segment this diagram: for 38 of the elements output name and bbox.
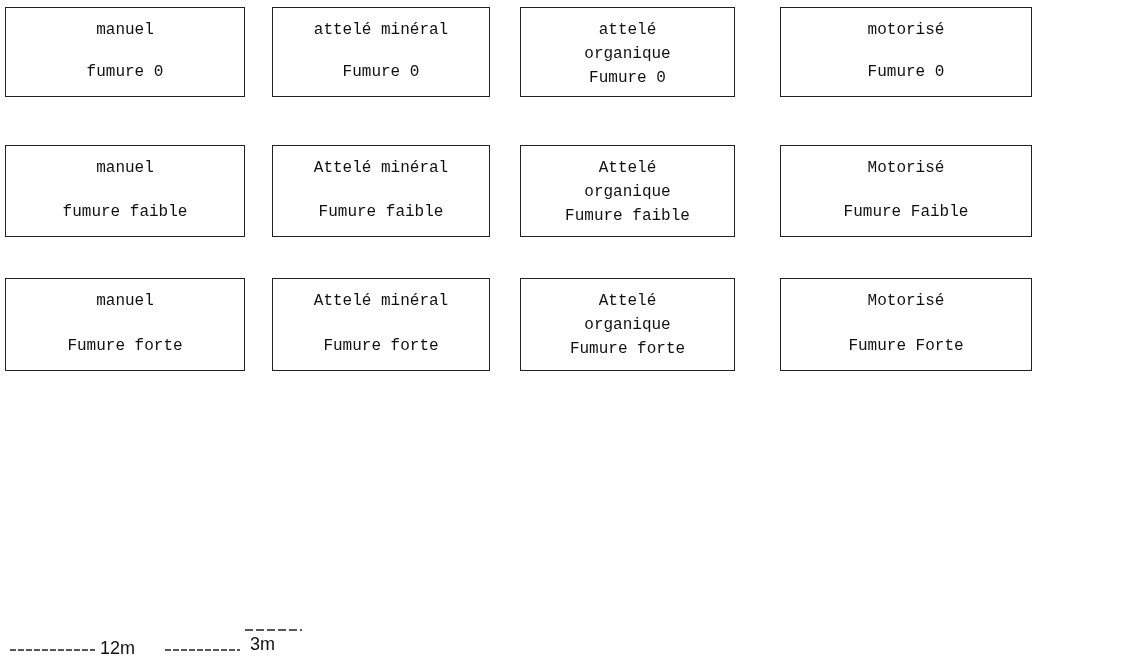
plot-fertilizer: fumure 0 [86, 62, 164, 83]
plot-box [5, 278, 245, 371]
plot-fertilizer: Fumure 0 [342, 62, 420, 83]
plot-fertilizer: Fumure faible [318, 202, 444, 223]
plot-treatment: Attelé minéral [313, 158, 449, 179]
plot-fertilizer: Fumure 0 [589, 68, 666, 89]
plot-fertilizer: Fumure Forte [848, 336, 964, 357]
plot-treatment: Attelé organique [583, 158, 672, 203]
plot-treatment: manuel [96, 291, 154, 312]
dimension-label: 12m [100, 638, 135, 659]
plot-fertilizer: Fumure forte [323, 336, 439, 357]
plot-box [5, 145, 245, 237]
plot-treatment: attelé minéral [313, 20, 449, 41]
plot-treatment: Attelé minéral [313, 291, 449, 312]
plot-box [520, 278, 735, 371]
plot-box [780, 7, 1032, 97]
plot-treatment: attelé organique [583, 20, 672, 65]
plot-treatment: manuel [96, 20, 154, 41]
plot-treatment: motorisé [867, 20, 945, 41]
plot-box [780, 145, 1032, 237]
plot-fertilizer: fumure faible [62, 202, 188, 223]
plot-box [272, 7, 490, 97]
plot-box [520, 145, 735, 237]
plot-treatment: Motorisé [867, 158, 945, 179]
plot-treatment: Attelé organique [583, 291, 672, 336]
plot-treatment: manuel [96, 158, 154, 179]
plot-box [780, 278, 1032, 371]
plot-fertilizer: Fumure forte [569, 339, 686, 360]
plot-box [272, 278, 490, 371]
plot-box [5, 7, 245, 97]
plot-box [272, 145, 490, 237]
plot-fertilizer: Fumure 0 [867, 62, 945, 83]
plot-fertilizer: Fumure forte [67, 336, 183, 357]
plot-fertilizer: Fumure faible [565, 206, 690, 227]
plot-treatment: Motorisé [867, 291, 945, 312]
plot-box [520, 7, 735, 97]
plot-fertilizer: Fumure Faible [843, 202, 969, 223]
dimension-label: 3m [250, 634, 275, 655]
